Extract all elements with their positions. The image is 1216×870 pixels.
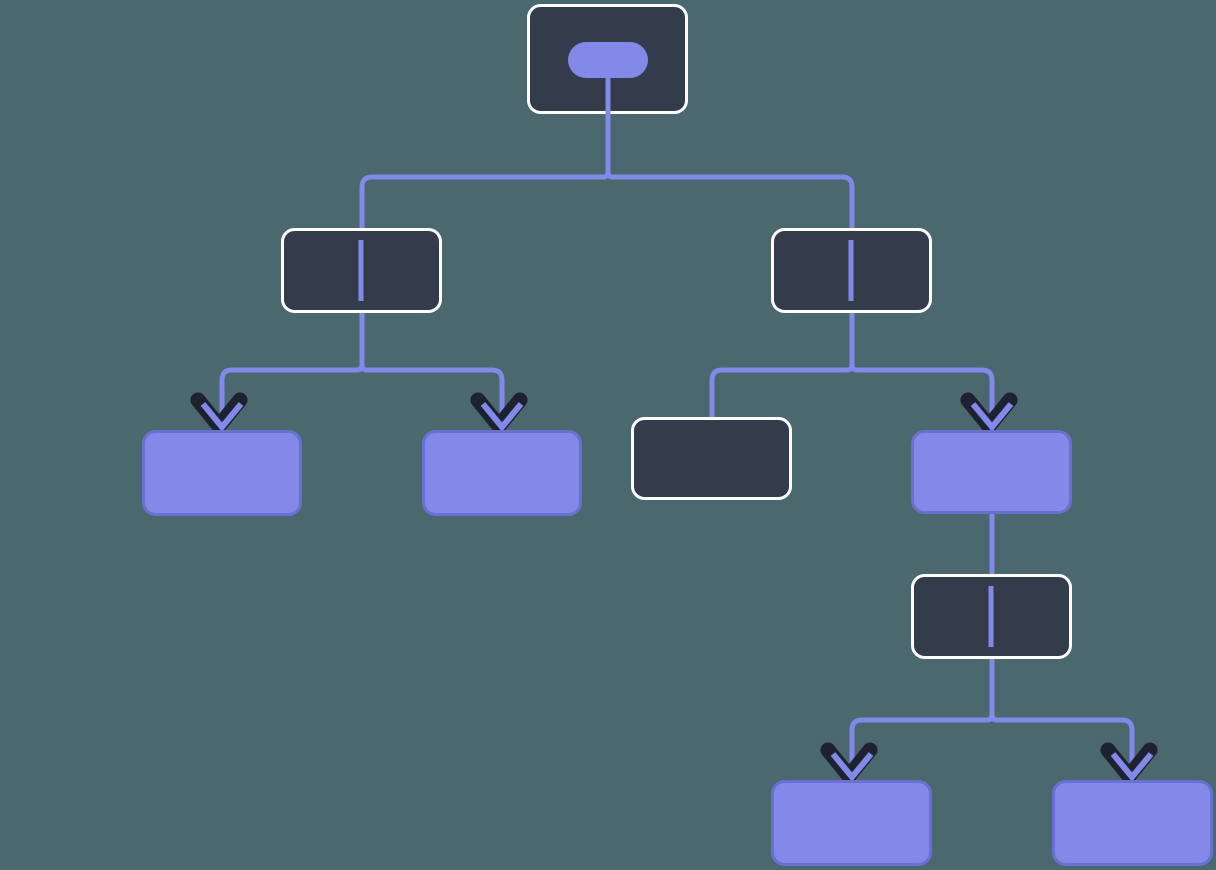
edges-layer xyxy=(219,114,1135,782)
arrow-marker xyxy=(960,392,1018,434)
edge-mid-right-to-branch-d xyxy=(849,313,995,432)
node-glyph-pill-icon xyxy=(568,42,648,78)
arrow-head-icon xyxy=(970,402,1014,432)
node-box-leaf-b[interactable] xyxy=(422,430,582,516)
arrow-markers-layer xyxy=(190,392,1158,784)
nodes-layer xyxy=(142,4,1213,866)
node-mid-left[interactable] xyxy=(281,228,442,313)
node-root[interactable] xyxy=(527,4,688,115)
node-box-leaf-a[interactable] xyxy=(142,430,302,516)
arrow-marker xyxy=(470,392,528,434)
node-leaf-e[interactable] xyxy=(771,780,932,866)
arrow-marker xyxy=(1100,742,1158,784)
edge-mid-deep-to-leaf-f xyxy=(989,659,1135,782)
arrow-marker xyxy=(820,742,878,784)
node-leaf-b[interactable] xyxy=(422,430,582,516)
node-leaf-f[interactable] xyxy=(1052,780,1213,866)
arrow-head-icon xyxy=(1110,752,1154,782)
edge-root-to-mid-right xyxy=(605,114,855,228)
node-box-node-c[interactable] xyxy=(631,417,792,500)
arrow-head-icon xyxy=(480,402,524,432)
arrow-head-icon xyxy=(830,752,874,782)
node-leaf-a[interactable] xyxy=(142,430,302,516)
node-box-leaf-f[interactable] xyxy=(1052,780,1213,866)
node-node-c[interactable] xyxy=(631,417,792,500)
node-mid-deep[interactable] xyxy=(911,574,1072,659)
node-box-leaf-e[interactable] xyxy=(771,780,932,866)
node-box-branch-d[interactable] xyxy=(911,430,1072,514)
arrow-marker xyxy=(190,392,248,434)
node-mid-right[interactable] xyxy=(771,228,932,313)
arrow-head-icon xyxy=(200,402,244,432)
node-branch-d[interactable] xyxy=(911,430,1072,514)
edge-mid-left-to-leaf-b xyxy=(359,313,505,432)
